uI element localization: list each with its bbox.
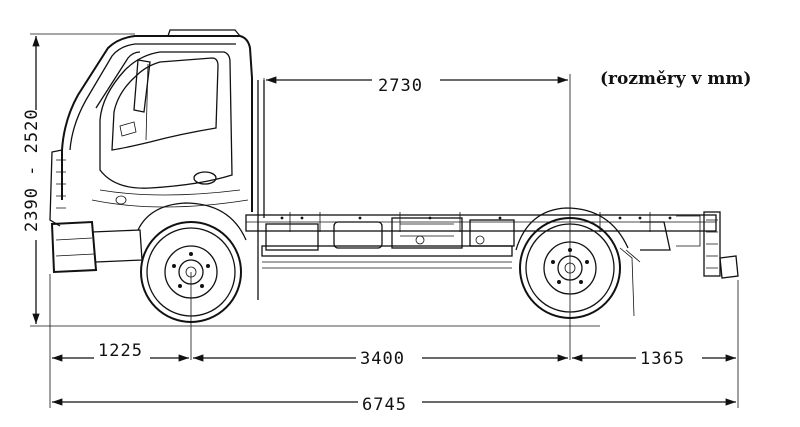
chassis-frame bbox=[245, 212, 717, 269]
dimension-cab-to-rear-axle: 2730 bbox=[378, 76, 423, 96]
units-note: (rozměry v mm) bbox=[600, 69, 751, 89]
dimension-front-overhang: 1225 bbox=[98, 341, 143, 361]
dimension-wheelbase: 3400 bbox=[360, 349, 405, 369]
dimension-overall-length: 6745 bbox=[362, 395, 407, 415]
dimension-rear-overhang: 1365 bbox=[640, 349, 685, 369]
dimension-height-range: 2390 - 2520 bbox=[22, 108, 42, 232]
